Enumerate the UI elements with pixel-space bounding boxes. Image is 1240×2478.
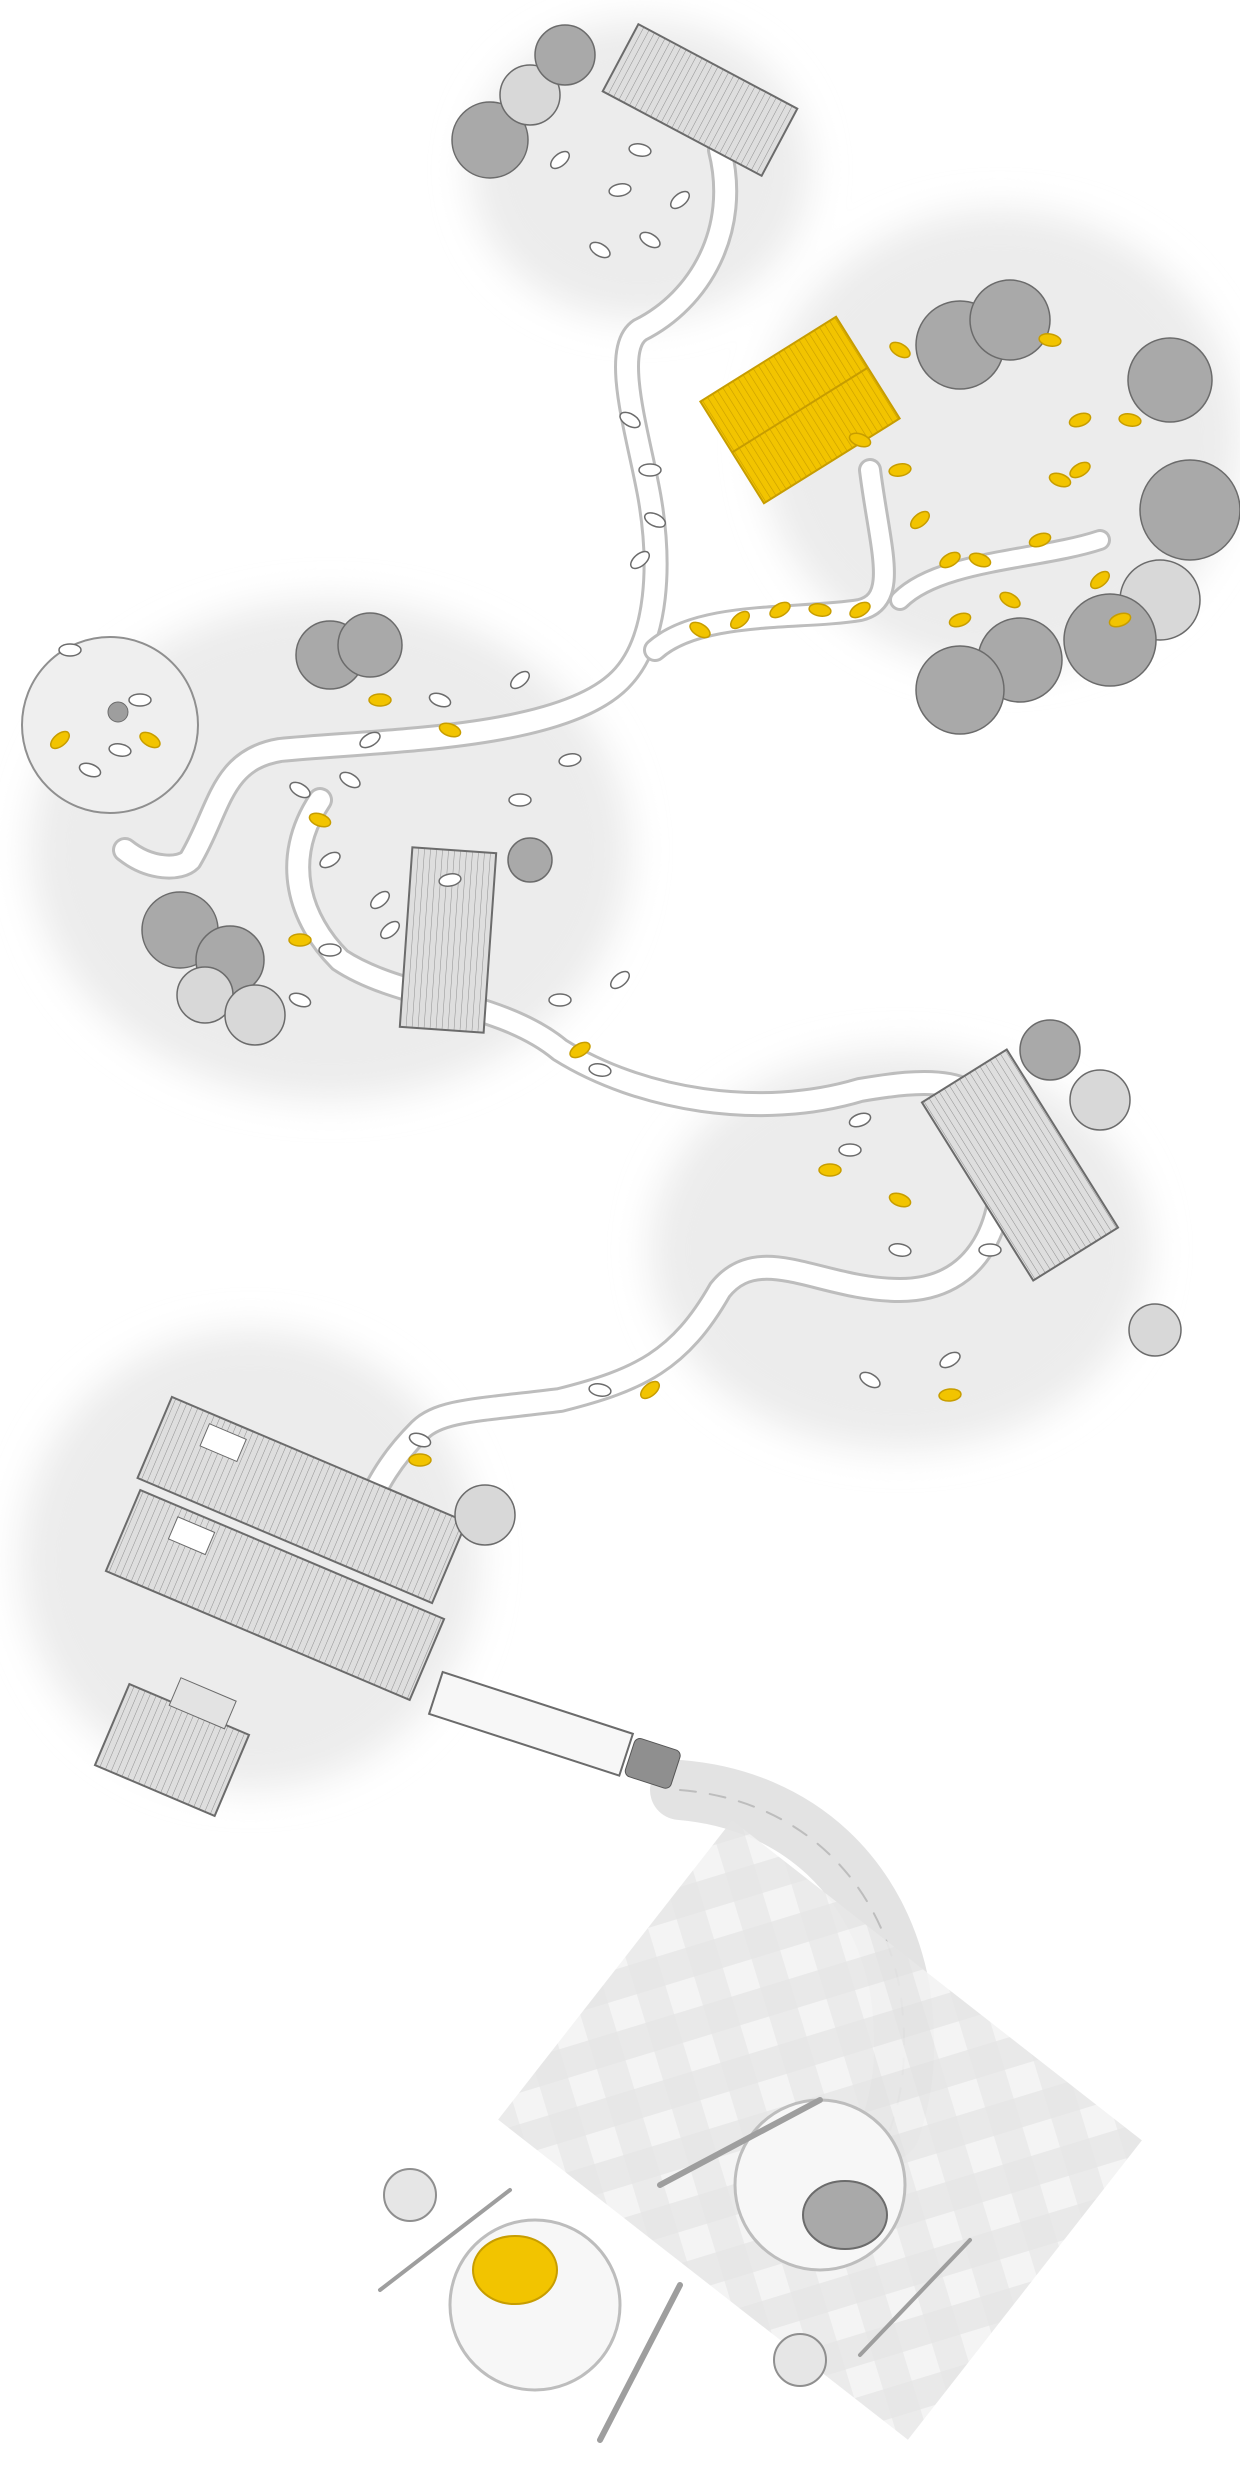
animal bbox=[1118, 413, 1142, 427]
animal bbox=[888, 463, 912, 477]
animal bbox=[948, 612, 972, 628]
animal bbox=[359, 731, 381, 749]
fork bbox=[378, 2188, 512, 2292]
animal bbox=[808, 603, 832, 617]
animal bbox=[619, 411, 641, 429]
animal bbox=[1069, 461, 1091, 479]
glass bbox=[773, 2333, 827, 2387]
animal bbox=[729, 610, 751, 630]
animal bbox=[888, 1192, 912, 1208]
glass bbox=[383, 2168, 437, 2222]
animal bbox=[939, 1351, 961, 1369]
animal bbox=[78, 762, 102, 778]
animal bbox=[548, 993, 572, 1007]
animal bbox=[848, 1112, 872, 1128]
animal bbox=[1089, 570, 1111, 590]
animal bbox=[288, 992, 312, 1008]
barn-top bbox=[601, 22, 799, 178]
feeder bbox=[107, 701, 129, 723]
dining-table bbox=[378, 1820, 1142, 2443]
animal bbox=[859, 1371, 881, 1389]
animal bbox=[609, 970, 631, 990]
barn-right bbox=[920, 1048, 1120, 1282]
animal bbox=[689, 621, 711, 639]
knife bbox=[597, 2282, 683, 2443]
animal bbox=[438, 722, 462, 738]
animal bbox=[379, 920, 401, 940]
animal bbox=[939, 551, 961, 569]
animal bbox=[288, 933, 312, 947]
animal bbox=[909, 510, 931, 530]
animal bbox=[588, 1063, 612, 1077]
animal bbox=[509, 670, 531, 690]
animal bbox=[49, 730, 71, 750]
animal bbox=[669, 190, 691, 210]
animal bbox=[769, 601, 791, 619]
animal bbox=[408, 1453, 432, 1467]
yellow-barn bbox=[698, 315, 902, 505]
animal bbox=[588, 1383, 612, 1397]
animal bbox=[978, 1243, 1002, 1257]
animal bbox=[428, 692, 452, 708]
plate-with-gray-meat bbox=[733, 2098, 907, 2272]
animals bbox=[49, 143, 1142, 1467]
animal bbox=[608, 183, 632, 197]
animal bbox=[1028, 532, 1052, 548]
animal bbox=[849, 601, 871, 619]
animal bbox=[408, 1432, 432, 1448]
animal bbox=[848, 432, 872, 448]
knife bbox=[657, 2097, 823, 2188]
animal bbox=[308, 812, 332, 828]
tree bbox=[451, 101, 529, 179]
animal bbox=[569, 1041, 591, 1059]
processing-building bbox=[93, 1395, 468, 1818]
round-pen bbox=[21, 636, 199, 814]
fork bbox=[858, 2238, 972, 2357]
animal bbox=[1068, 412, 1092, 428]
tree-group bbox=[141, 24, 1240, 1546]
animal bbox=[289, 781, 311, 799]
barn-middle bbox=[398, 846, 498, 1034]
animal bbox=[838, 1143, 862, 1157]
animal bbox=[549, 150, 571, 170]
animal bbox=[938, 1388, 962, 1402]
animal bbox=[108, 743, 132, 757]
animal bbox=[643, 512, 667, 528]
animal bbox=[639, 1380, 661, 1400]
animal bbox=[139, 731, 161, 749]
animal bbox=[438, 873, 462, 887]
animal bbox=[318, 943, 342, 957]
animal bbox=[1108, 612, 1132, 628]
animal bbox=[639, 231, 661, 249]
animal bbox=[629, 550, 651, 570]
animal bbox=[818, 1163, 842, 1177]
animal bbox=[319, 851, 341, 869]
animal bbox=[589, 241, 611, 259]
animal bbox=[339, 771, 361, 789]
animal bbox=[889, 341, 911, 359]
animal bbox=[368, 693, 392, 707]
animal bbox=[888, 1243, 912, 1257]
animal bbox=[369, 890, 391, 910]
animal bbox=[638, 463, 662, 477]
animal bbox=[58, 643, 82, 657]
animal bbox=[508, 793, 532, 807]
animal bbox=[628, 143, 652, 157]
animal bbox=[1048, 472, 1072, 488]
animal bbox=[999, 591, 1021, 609]
animal bbox=[968, 552, 992, 568]
delivery-truck bbox=[427, 1670, 681, 1789]
animal bbox=[1038, 333, 1062, 347]
animal bbox=[558, 753, 582, 767]
animal bbox=[128, 693, 152, 707]
